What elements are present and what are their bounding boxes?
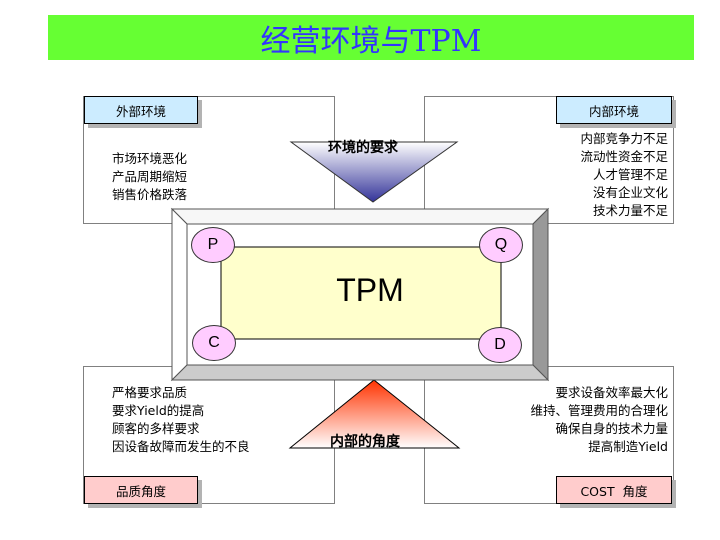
tpm-label: TPM xyxy=(336,272,404,308)
corner-q-circle: Q xyxy=(479,227,523,263)
quality-perspective-label: 品质角度 xyxy=(115,483,166,499)
list-item: 人才管理不足 xyxy=(592,167,668,182)
cost-perspective-tag: COST 角度 xyxy=(556,476,672,504)
list-item: 因设备故障而发生的不良 xyxy=(112,439,250,454)
page-title: 经营环境与TPM xyxy=(260,23,482,59)
corner-p-label: P xyxy=(207,236,219,253)
list-item: 维持、管理费用的合理化 xyxy=(530,403,668,418)
title-bar: 经营环境与TPM xyxy=(48,15,694,60)
list-item: 顾客的多样要求 xyxy=(112,421,200,436)
environment-demand-arrow xyxy=(289,141,459,203)
corner-c-circle: C xyxy=(192,325,236,361)
list-item: 提高制造Yield xyxy=(588,439,668,454)
internal-environment-list: 内部竞争力不足 流动性资金不足 人才管理不足 没有企业文化 技术力量不足 xyxy=(580,130,668,220)
quality-perspective-tag: 品质角度 xyxy=(84,476,198,504)
list-item: 要求Yield的提高 xyxy=(112,403,205,418)
corner-p-circle: P xyxy=(191,227,235,263)
cost-perspective-list: 要求设备效率最大化 维持、管理费用的合理化 确保自身的技术力量 提高制造Yiel… xyxy=(530,384,668,456)
list-item: 确保自身的技术力量 xyxy=(555,421,668,436)
internal-environment-label: 内部环境 xyxy=(588,103,639,119)
external-environment-tag: 外部环境 xyxy=(84,96,198,124)
corner-d-circle: D xyxy=(478,327,522,363)
internal-environment-tag: 内部环境 xyxy=(556,96,672,124)
internal-perspective-arrow xyxy=(288,379,461,449)
external-environment-label: 外部环境 xyxy=(115,103,166,119)
environment-demand-label: 环境的要求 xyxy=(328,140,398,156)
list-item: 销售价格跌落 xyxy=(112,187,188,202)
list-item: 技术力量不足 xyxy=(592,203,668,218)
quality-perspective-list: 严格要求品质 要求Yield的提高 顾客的多样要求 因设备故障而发生的不良 xyxy=(112,384,250,456)
list-item: 内部竞争力不足 xyxy=(580,131,668,146)
list-item: 产品周期缩短 xyxy=(112,169,188,184)
external-environment-list: 市场环境恶化 产品周期缩短 销售价格跌落 xyxy=(112,150,187,204)
tpm-center-box xyxy=(220,246,502,340)
list-item: 流动性资金不足 xyxy=(580,149,668,164)
corner-d-label: D xyxy=(494,336,506,353)
list-item: 市场环境恶化 xyxy=(112,151,188,166)
list-item: 严格要求品质 xyxy=(112,385,188,400)
list-item: 要求设备效率最大化 xyxy=(555,385,668,400)
internal-perspective-label: 内部的角度 xyxy=(330,434,400,450)
corner-q-label: Q xyxy=(494,236,508,253)
list-item: 没有企业文化 xyxy=(592,185,668,200)
corner-c-label: C xyxy=(208,334,220,351)
cost-perspective-label: COST 角度 xyxy=(580,483,648,499)
